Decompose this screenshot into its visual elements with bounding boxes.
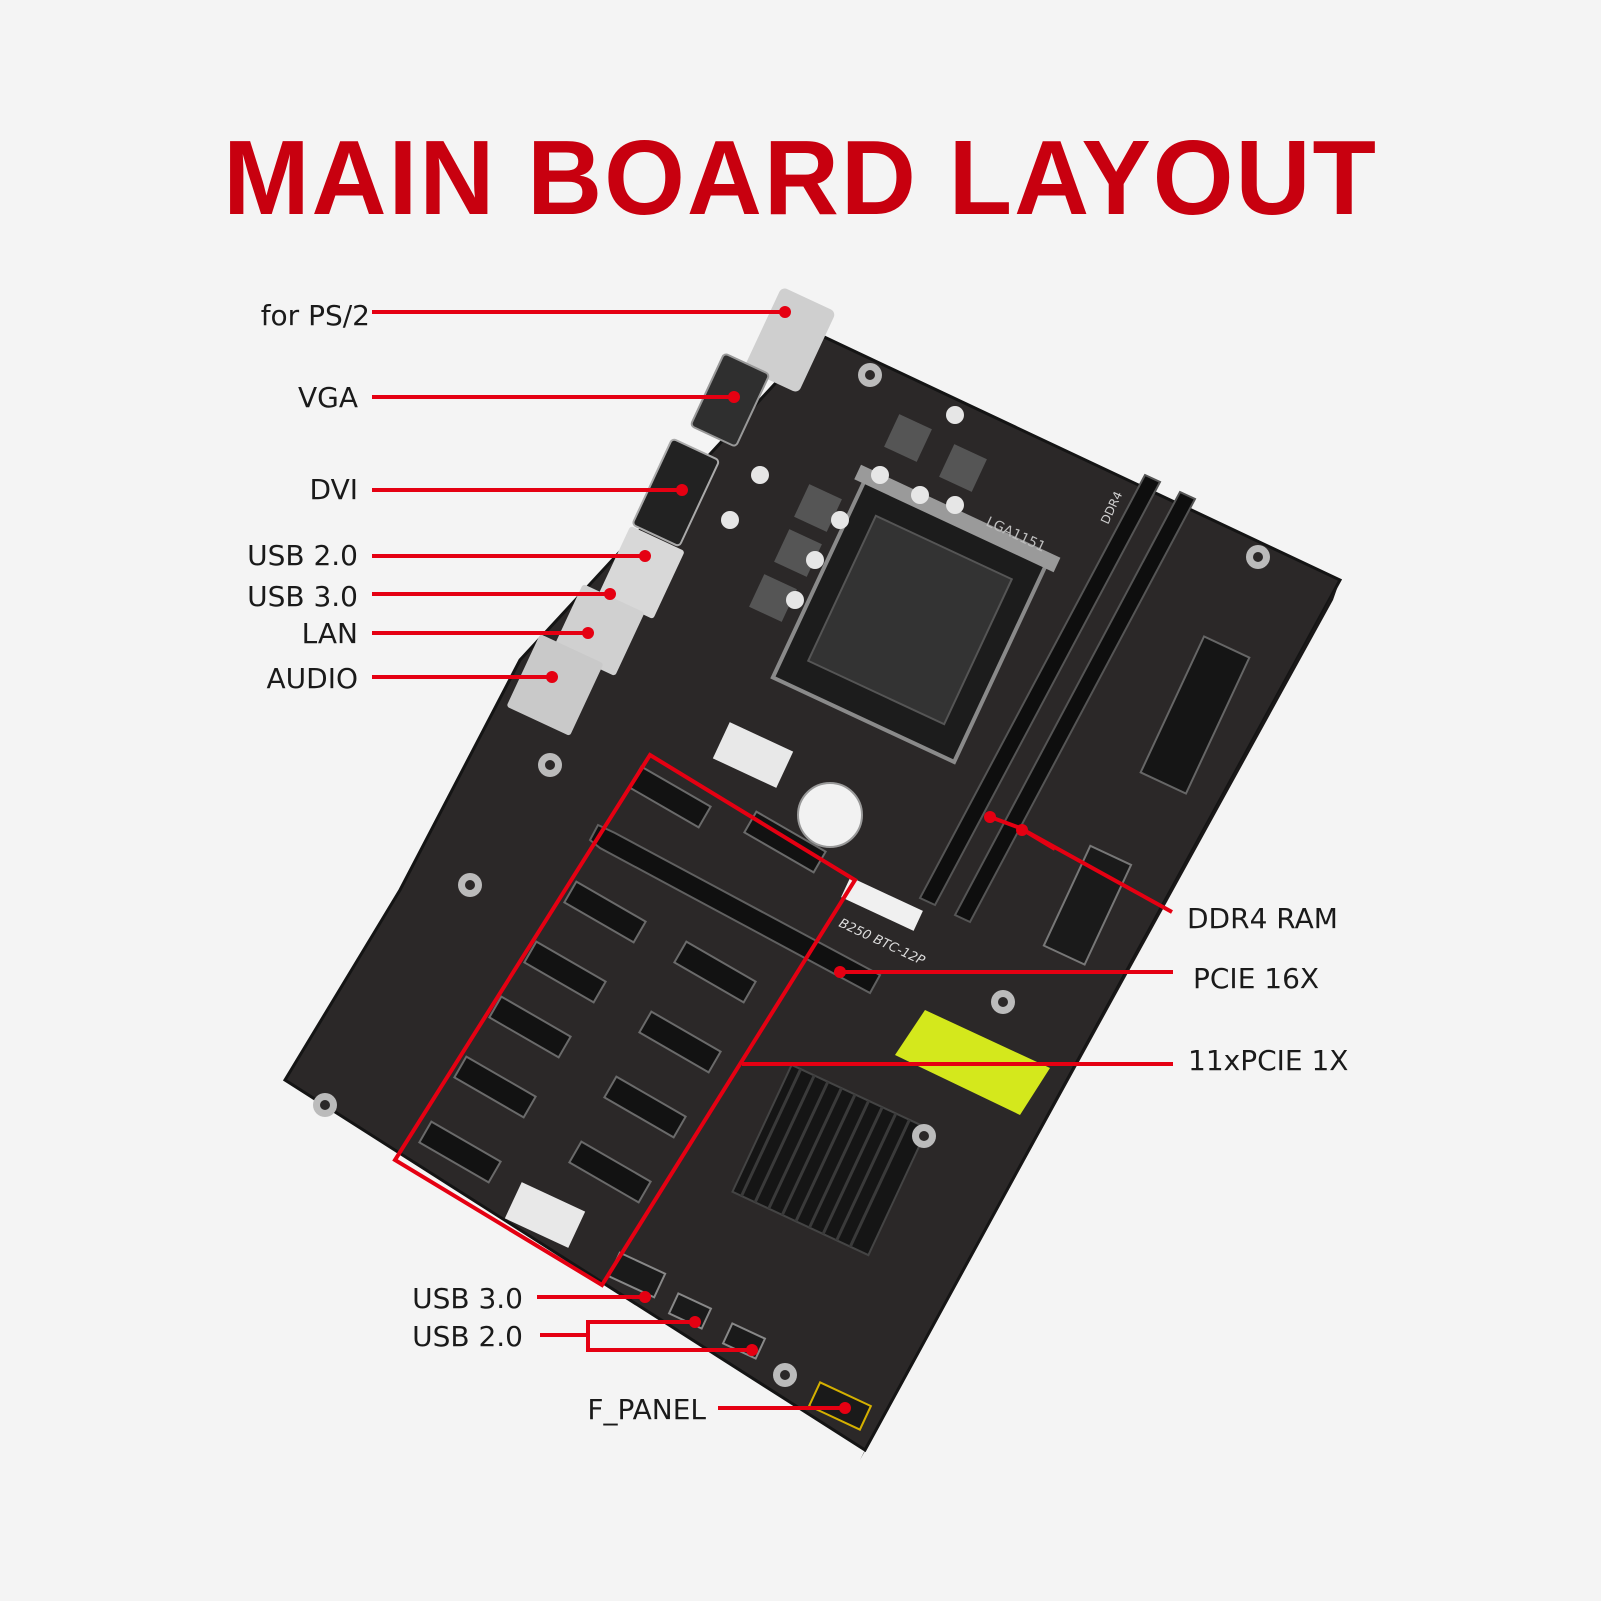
label-usb20-rear: USB 2.0 bbox=[247, 539, 358, 572]
rear-io-panel bbox=[507, 288, 835, 736]
board-marking-strip bbox=[841, 877, 923, 931]
audio-leader-dot bbox=[546, 671, 558, 683]
audio-port bbox=[507, 634, 603, 736]
label-audio: AUDIO bbox=[266, 662, 358, 695]
molex-connector-bottom bbox=[504, 1182, 586, 1248]
label-usb30-rear: USB 3.0 bbox=[247, 580, 358, 613]
label-lan: LAN bbox=[302, 617, 358, 650]
pcie-highlight-box bbox=[392, 752, 858, 1288]
mounting-hole-centers bbox=[320, 370, 1263, 1380]
usb20-rear-leader-dot bbox=[639, 550, 651, 562]
label-usb30-header: USB 3.0 bbox=[412, 1282, 523, 1315]
cmos-battery bbox=[797, 782, 863, 848]
pcie16-leader-dot bbox=[834, 966, 846, 978]
pcb-shadow-edge bbox=[860, 580, 1340, 1460]
pcie-16x-slot bbox=[588, 823, 882, 995]
dvi-leader-dot bbox=[676, 484, 688, 496]
label-vga: VGA bbox=[298, 381, 358, 414]
usb30-rear-leader-dot bbox=[604, 588, 616, 600]
ps2-leader-dot bbox=[779, 306, 791, 318]
usb30-header-leader-dot bbox=[639, 1291, 651, 1303]
atx-24pin-connector bbox=[1139, 635, 1251, 795]
pcie-1x-slots bbox=[417, 765, 828, 1204]
usb20-header-leader-dot-2 bbox=[746, 1344, 758, 1356]
dimm-slots bbox=[918, 473, 1197, 924]
usb20-header-leader bbox=[540, 1320, 695, 1337]
capacitors bbox=[721, 406, 964, 609]
ps2-port bbox=[745, 288, 835, 392]
ddr4-leader-dot bbox=[984, 811, 996, 823]
page-title: MAIN BOARD LAYOUT bbox=[223, 119, 1378, 237]
label-ddr4-ram: DDR4 RAM bbox=[1187, 902, 1338, 935]
label-dvi: DVI bbox=[310, 473, 358, 506]
usb20-header-leader-2 bbox=[586, 1335, 752, 1352]
dvi-port bbox=[632, 438, 720, 547]
label-pcie-1x: 11xPCIE 1X bbox=[1188, 1044, 1348, 1077]
fpanel-leader-dot bbox=[839, 1402, 851, 1414]
usb20-header-leader-dot bbox=[689, 1316, 701, 1328]
chipset-heatsink bbox=[731, 1063, 929, 1257]
vga-leader-dot bbox=[728, 391, 740, 403]
usb-rear-ports bbox=[599, 526, 684, 619]
label-f-panel: F_PANEL bbox=[587, 1393, 706, 1426]
label-pcie-16x: PCIE 16X bbox=[1193, 962, 1319, 995]
cpu-socket bbox=[770, 464, 1061, 765]
molex-connector-top bbox=[712, 722, 794, 788]
ddr4-leader-dot-2 bbox=[1016, 824, 1028, 836]
lan-leader-dot bbox=[582, 627, 594, 639]
label-usb20-header: USB 2.0 bbox=[412, 1320, 523, 1353]
label-ps2: for PS/2 bbox=[261, 299, 370, 332]
vrm-area bbox=[749, 414, 987, 622]
